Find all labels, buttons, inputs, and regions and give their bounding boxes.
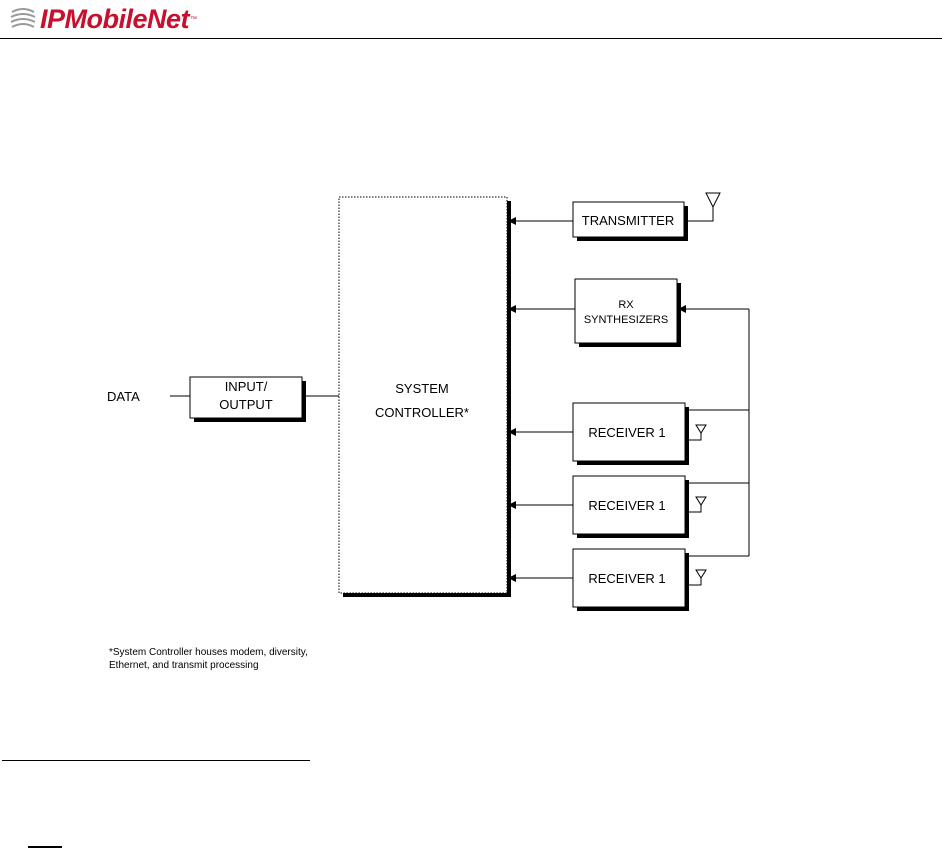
transmitter-antenna-icon bbox=[684, 193, 720, 221]
io-label-line1: INPUT/ bbox=[225, 379, 268, 394]
receiver-label: RECEIVER 1 bbox=[588, 498, 665, 513]
footer-mark bbox=[28, 846, 62, 848]
receiver-label: RECEIVER 1 bbox=[588, 571, 665, 586]
transmitter-block: TRANSMITTER bbox=[573, 202, 688, 241]
data-label: DATA bbox=[107, 389, 140, 404]
receiver-block: RECEIVER 1 bbox=[573, 549, 689, 611]
controller-label-line2: CONTROLLER* bbox=[375, 405, 469, 420]
receiver-block: RECEIVER 1 bbox=[573, 476, 689, 538]
io-label-line2: OUTPUT bbox=[219, 397, 273, 412]
synth-label-line2: SYNTHESIZERS bbox=[584, 314, 668, 326]
rx-synthesizers-block: RX SYNTHESIZERS bbox=[575, 279, 681, 347]
transmitter-label: TRANSMITTER bbox=[582, 213, 674, 228]
footnote-line2: Ethernet, and transmit processing bbox=[109, 660, 259, 671]
footnote-separator bbox=[2, 760, 310, 761]
synth-label-line1: RX bbox=[618, 299, 634, 311]
footnote-line1: *System Controller houses modem, diversi… bbox=[109, 647, 308, 658]
system-controller-block: SYSTEM CONTROLLER* bbox=[339, 197, 511, 597]
receiver-label: RECEIVER 1 bbox=[588, 425, 665, 440]
controller-label-line1: SYSTEM bbox=[395, 381, 448, 396]
input-output-block: INPUT/ OUTPUT bbox=[190, 377, 306, 422]
receiver-block: RECEIVER 1 bbox=[573, 403, 689, 465]
